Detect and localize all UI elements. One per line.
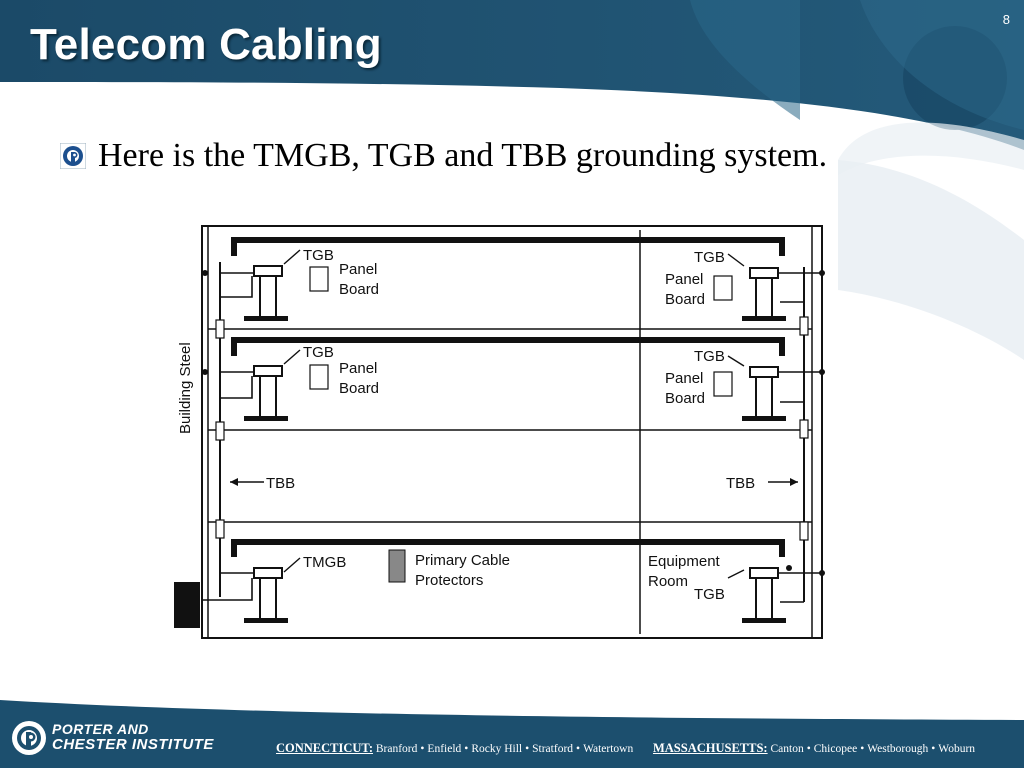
label-board-4: Board — [665, 390, 705, 407]
label-board-2: Board — [339, 380, 379, 397]
label-tbb-left: TBB — [266, 475, 295, 492]
label-panel-3: Panel — [665, 271, 703, 288]
label-panel-2: Panel — [339, 360, 377, 377]
bullet-point: Here is the TMGB, TGB and TBB grounding … — [60, 137, 827, 175]
footer-locations: CONNECTICUT: Branford•Enfield•Rocky Hill… — [276, 741, 976, 755]
label-building-steel-left: Building Steel — [177, 342, 194, 434]
label-board-1: Board — [339, 281, 379, 298]
slide-title: Telecom Cabling — [30, 20, 382, 69]
footer-town: Westborough — [867, 743, 929, 755]
label-tgb-2: TGB — [303, 344, 334, 361]
pci-logo-icon — [12, 721, 46, 755]
footer-town: Rocky Hill — [471, 743, 523, 755]
slide-number: 8 — [1002, 12, 1010, 27]
label-tgb-4: TGB — [694, 348, 725, 365]
label-panel-1: Panel — [339, 261, 377, 278]
footer-logo-line2: CHESTER INSTITUTE — [52, 736, 214, 753]
label-board-3: Board — [665, 291, 705, 308]
footer-town: Chicopee — [813, 743, 858, 755]
footer-state-ma: MASSACHUSETTS: — [652, 741, 768, 755]
label-protectors: Protectors — [415, 572, 483, 589]
label-tgb-1: TGB — [303, 247, 334, 264]
label-primary-cable: Primary Cable — [415, 552, 510, 569]
footer-town: Woburn — [938, 743, 976, 755]
bullet-text: Here is the TMGB, TGB and TBB grounding … — [98, 137, 828, 174]
footer-town: Enfield — [427, 743, 462, 755]
label-tgb-5: TGB — [694, 586, 725, 603]
footer-logo-text: PORTER AND CHESTER INSTITUTE — [52, 721, 214, 753]
footer-town: Watertown — [583, 743, 634, 755]
pci-logo-icon — [60, 143, 86, 169]
grounding-diagram: TGB Panel Board TGB Panel Board TGB Pane… — [174, 225, 825, 639]
footer-state-ct: CONNECTICUT: — [276, 741, 373, 755]
label-equipment: Equipment — [648, 553, 721, 570]
label-tbb-right: TBB — [726, 475, 755, 492]
footer-town: Canton — [770, 743, 804, 755]
footer-town: Branford — [375, 743, 418, 755]
footer-logo-line1: PORTER AND — [52, 721, 149, 737]
label-tmgb: TMGB — [303, 554, 346, 571]
label-room: Room — [648, 573, 688, 590]
footer-town: Stratford — [532, 743, 574, 755]
label-panel-4: Panel — [665, 370, 703, 387]
label-tgb-3: TGB — [694, 249, 725, 266]
